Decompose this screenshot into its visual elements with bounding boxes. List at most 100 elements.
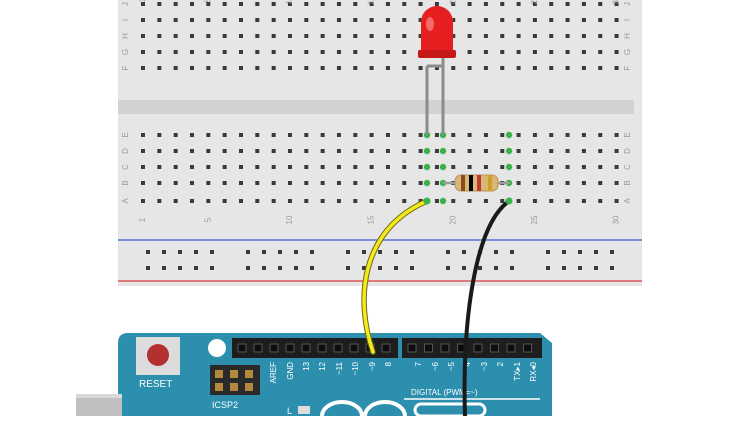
breadboard-hole <box>467 66 472 70</box>
rail-hole <box>494 266 498 270</box>
pin-label: 13 <box>302 361 311 370</box>
breadboard-hole <box>222 181 227 185</box>
resistor-band-1 <box>461 175 465 191</box>
breadboard-hole <box>598 34 603 38</box>
breadboard-hole <box>189 133 194 137</box>
breadboard-hole <box>451 2 456 6</box>
rail-hole <box>194 250 198 254</box>
rail-hole <box>246 266 250 270</box>
pin-label: 12 <box>318 361 327 370</box>
row-letter: G <box>623 49 632 55</box>
breadboard-hole <box>385 18 390 22</box>
icsp-pin <box>230 370 238 378</box>
led-highlight <box>426 17 434 31</box>
breadboard-hole <box>353 149 358 153</box>
pin-label: RX◂0 <box>529 361 538 381</box>
breadboard-hole <box>255 181 260 185</box>
breadboard-hole <box>206 199 211 203</box>
rail-hole <box>194 266 198 270</box>
breadboard-hole <box>385 165 390 169</box>
breadboard-hole <box>500 165 505 169</box>
breadboard-hole <box>598 199 603 203</box>
breadboard-hole <box>500 133 505 137</box>
breadboard-hole <box>336 133 341 137</box>
breadboard-hole <box>206 50 211 54</box>
rail-hole <box>310 266 314 270</box>
breadboard-hole <box>614 149 619 153</box>
row-letter: E <box>623 132 632 137</box>
breadboard-hole <box>141 66 145 70</box>
breadboard-hole <box>467 50 472 54</box>
header-pin <box>523 343 532 353</box>
rail-hole <box>478 266 482 270</box>
breadboard-hole <box>614 165 619 169</box>
breadboard-hole <box>467 2 472 6</box>
rail-hole <box>310 250 314 254</box>
header-pin <box>381 343 391 353</box>
breadboard-hole <box>157 34 162 38</box>
breadboard-hole <box>255 199 260 203</box>
onboard-led <box>298 406 310 414</box>
rail-hole <box>278 266 282 270</box>
breadboard-hole <box>206 181 211 185</box>
rail-hole <box>146 266 150 270</box>
breadboard-hole <box>238 2 243 6</box>
breadboard-hole <box>173 133 178 137</box>
yellow-wire-end-breadboard <box>423 197 431 205</box>
rail-hole <box>278 250 282 254</box>
breadboard-hole <box>418 66 423 70</box>
breadboard-hole <box>222 149 227 153</box>
breadboard-hole <box>402 199 407 203</box>
breadboard-hole <box>287 133 292 137</box>
breadboard-hole <box>353 50 358 54</box>
breadboard-hole <box>255 18 260 22</box>
breadboard-hole <box>565 66 570 70</box>
active-hole <box>505 147 513 155</box>
breadboard-hole <box>157 165 162 169</box>
breadboard-hole <box>434 199 439 203</box>
breadboard-hole <box>271 2 276 6</box>
breadboard-hole <box>287 18 292 22</box>
breadboard-hole <box>451 149 456 153</box>
breadboard-hole <box>304 2 309 6</box>
rail-hole <box>346 266 350 270</box>
breadboard-hole <box>141 149 145 153</box>
rail-hole <box>610 250 614 254</box>
breadboard-hole <box>353 34 358 38</box>
yellow-wire[interactable] <box>362 199 429 354</box>
breadboard-hole <box>516 149 521 153</box>
breadboard-hole <box>369 149 374 153</box>
breadboard-hole <box>532 34 537 38</box>
row-letter: I <box>121 19 130 21</box>
usb-connector-top <box>76 394 122 398</box>
pin-label: ~11 <box>335 361 344 375</box>
breadboard-hole <box>238 199 243 203</box>
rail-hole <box>410 250 414 254</box>
rail-hole <box>594 250 598 254</box>
column-number: 30 <box>612 215 621 224</box>
breadboard-hole <box>141 199 145 203</box>
breadboard-hole <box>255 2 260 6</box>
rail-hole <box>410 266 414 270</box>
breadboard-hole <box>385 199 390 203</box>
breadboard-hole <box>418 18 423 22</box>
breadboard-hole <box>271 50 276 54</box>
breadboard-hole <box>238 34 243 38</box>
pin-label: 4 <box>463 361 472 366</box>
breadboard-hole <box>549 149 554 153</box>
breadboard-hole <box>189 165 194 169</box>
breadboard-hole <box>320 66 325 70</box>
black-wire[interactable] <box>462 199 511 418</box>
breadboard-hole <box>565 165 570 169</box>
breadboard-hole <box>565 2 570 6</box>
row-letter: G <box>121 49 130 55</box>
breadboard-hole <box>483 66 488 70</box>
reset-button[interactable] <box>147 344 169 366</box>
breadboard-hole <box>516 133 521 137</box>
breadboard-hole <box>206 2 211 6</box>
breadboard-hole <box>549 2 554 6</box>
breadboard-hole <box>549 18 554 22</box>
